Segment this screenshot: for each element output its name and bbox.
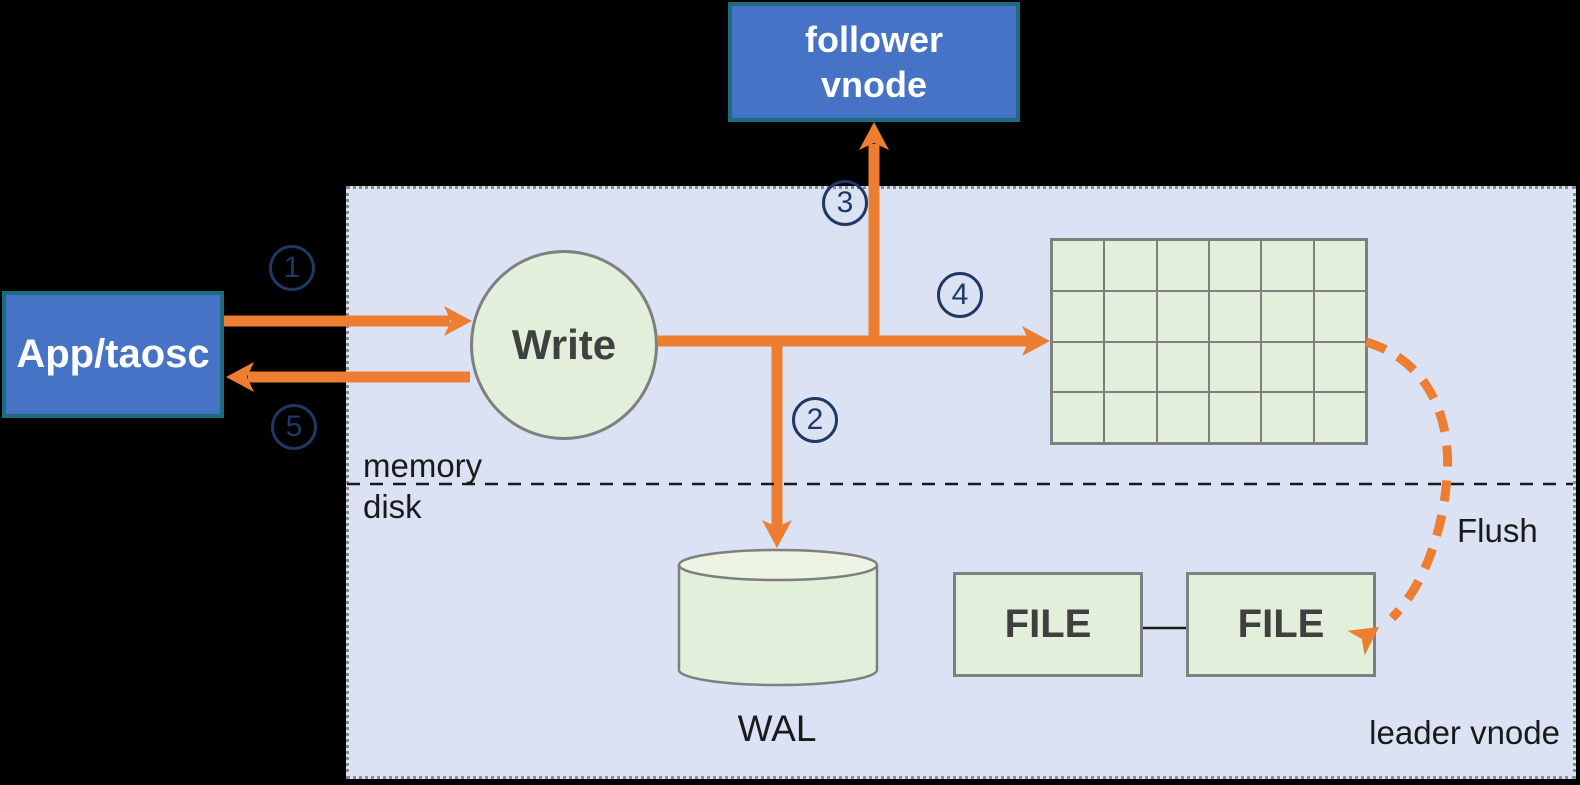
- step-3-badge: 3: [822, 180, 868, 226]
- step-5-number: 5: [285, 410, 303, 443]
- memtable-cell: [1208, 392, 1262, 443]
- memtable-cell: [1313, 341, 1366, 393]
- memtable-cell: [1052, 240, 1105, 291]
- disk-label: disk: [363, 488, 422, 525]
- leader-vnode-label: leader vnode: [1369, 714, 1560, 751]
- memtable-cell: [1104, 392, 1157, 443]
- write-circle: Write: [470, 250, 658, 440]
- memtable-grid: [1050, 238, 1368, 445]
- memtable-cell: [1156, 392, 1209, 443]
- memtable-cell: [1313, 290, 1366, 342]
- file-box-1: FILE: [953, 572, 1143, 677]
- memtable-cell: [1208, 341, 1262, 393]
- wal-cylinder: [677, 548, 879, 687]
- wal-cylinder-top: [677, 548, 879, 582]
- memtable-cell: [1208, 290, 1262, 342]
- step-4-badge: 4: [937, 272, 983, 318]
- memtable-cell: [1156, 290, 1209, 342]
- memory-label: memory: [363, 447, 483, 484]
- follower-vnode-label-line1: follower: [804, 19, 943, 60]
- memtable-cell: [1261, 392, 1314, 443]
- memtable-cell: [1052, 341, 1105, 393]
- flush-label: Flush: [1457, 512, 1538, 549]
- step-2-number: 2: [806, 403, 824, 436]
- memtable-cell: [1261, 290, 1314, 342]
- memtable-cell: [1261, 240, 1314, 291]
- file-box-2: FILE: [1186, 572, 1376, 677]
- wal-cylinder-body: [677, 565, 879, 687]
- follower-vnode-label-line2: vnode: [820, 64, 927, 105]
- memtable-cell: [1313, 392, 1366, 443]
- memtable-cell: [1156, 341, 1209, 393]
- memtable-cell: [1052, 290, 1105, 342]
- memtable-cell: [1104, 290, 1157, 342]
- follower-vnode-box: follower vnode: [728, 2, 1020, 122]
- memtable-cell: [1313, 240, 1366, 291]
- write-label: Write: [511, 321, 617, 368]
- step-4-number: 4: [951, 278, 969, 311]
- file-box-2-label: FILE: [1237, 602, 1325, 646]
- step-2-badge: 2: [792, 397, 838, 443]
- step-1-number: 1: [283, 251, 301, 284]
- memtable-cell: [1104, 240, 1157, 291]
- memtable-cell: [1208, 240, 1262, 291]
- step-5-badge: 5: [271, 404, 317, 450]
- app-taosc-label: App/taosc: [16, 332, 210, 376]
- memtable-cell: [1052, 392, 1105, 443]
- memtable-cell: [1261, 341, 1314, 393]
- step-3-number: 3: [836, 186, 854, 219]
- wal-label: WAL: [737, 708, 817, 749]
- app-taosc-box: App/taosc: [2, 291, 224, 418]
- step-1-badge: 1: [269, 245, 315, 291]
- file-box-1-label: FILE: [1004, 602, 1092, 646]
- memtable-cell: [1104, 341, 1157, 393]
- memtable-cell: [1156, 240, 1209, 291]
